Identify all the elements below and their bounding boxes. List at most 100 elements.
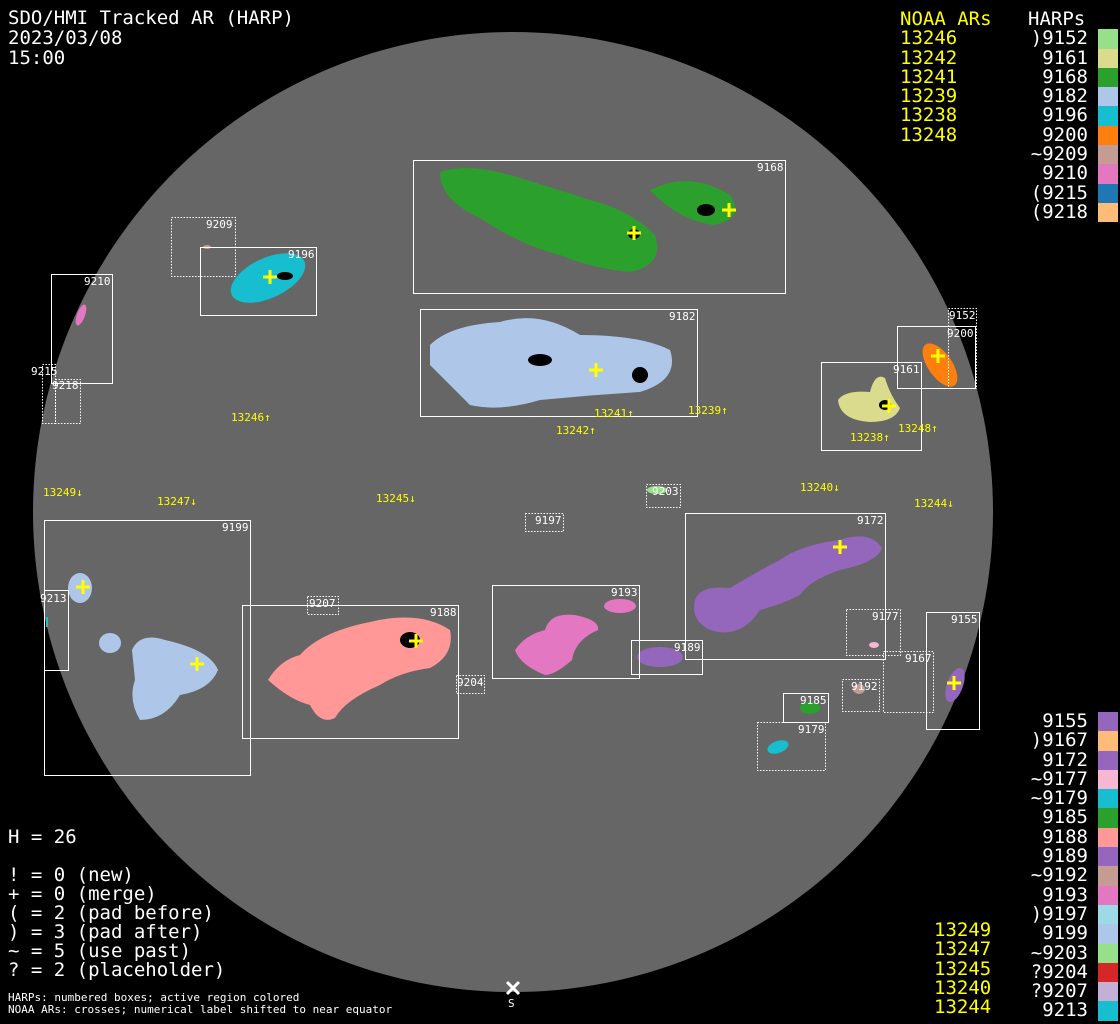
harp-color-swatch — [1098, 145, 1118, 165]
harp-box-9177 — [846, 609, 901, 656]
harp-label: 9177 — [872, 610, 899, 623]
harp-box-9189 — [631, 640, 703, 675]
harp-item: 9168 — [1042, 65, 1088, 88]
harp-item: 9200 — [1042, 123, 1088, 146]
harp-label: 9204 — [457, 676, 484, 689]
harps-header: HARPs — [1028, 8, 1086, 30]
harp-box-9203 — [646, 484, 681, 508]
noaa-item: 13244 — [934, 996, 992, 1019]
noaa-cross-icon — [627, 226, 641, 240]
noaa-item: 13242 — [900, 46, 958, 69]
harp-item: 9199 — [1042, 922, 1088, 945]
footer-notes: HARPs: numbered boxes; active region col… — [8, 992, 392, 1015]
noaa-label: 13242↑ — [556, 424, 596, 437]
harp-item: 9213 — [1042, 999, 1088, 1022]
harp-swatches-bottom — [1098, 712, 1118, 1021]
noaa-cross-icon — [263, 270, 277, 284]
harp-box-labels: 9168 9182 9209 9196 9210 9215 9218 9152 … — [31, 161, 978, 736]
noaa-list-bottom: 13249 13247 13245 13240 13244 — [934, 920, 992, 1019]
harp-label: 9213 — [40, 592, 67, 605]
harp-color-swatch — [1098, 202, 1118, 223]
harp-label: 9185 — [800, 694, 827, 707]
harp-box-9172 — [685, 513, 886, 660]
noaa-cross-icon — [947, 676, 961, 690]
harp-color-swatch — [1098, 87, 1118, 107]
noaa-cross-icon — [931, 349, 945, 363]
region-9199b — [99, 633, 121, 653]
harp-color-swatch — [1098, 866, 1118, 886]
harp-label: 9203 — [652, 485, 679, 498]
harp-color-swatch — [1098, 924, 1118, 944]
region-9182 — [430, 318, 672, 408]
region-9203 — [647, 486, 667, 494]
harp-item: ~9203 — [1030, 941, 1088, 964]
harp-item: 9155 — [1042, 710, 1088, 732]
harp-color-swatch — [1098, 769, 1118, 790]
noaa-cross-icon — [76, 580, 90, 594]
harp-box-9200 — [897, 326, 976, 389]
harp-color-swatch — [1098, 1001, 1118, 1021]
harp-label: 9196 — [288, 248, 315, 261]
footer-line: NOAA ARs: crosses; numerical label shift… — [8, 1002, 393, 1016]
harp-box-9192 — [842, 679, 880, 712]
region-9185 — [800, 702, 820, 714]
harp-color-swatch — [1098, 808, 1118, 828]
stat-line: ( = 2 (pad before) — [8, 902, 214, 924]
harp-box-9193 — [492, 585, 640, 679]
harp-label: 9188 — [430, 606, 457, 619]
harp-item: ?9207 — [1030, 980, 1088, 1003]
noaa-item: 13246 — [900, 27, 958, 50]
south-label: S — [508, 997, 515, 1010]
region-9192 — [853, 684, 865, 694]
region-9177 — [869, 642, 879, 648]
harp-label: 9200 — [947, 327, 974, 340]
harp-item: ?9204 — [1030, 960, 1088, 983]
stat-line: ~ = 5 (use past) — [8, 940, 192, 962]
harp-item: 9188 — [1042, 825, 1088, 848]
harp-item: (9218 — [1030, 200, 1088, 223]
region-9168 — [440, 168, 735, 272]
noaa-label: 13244↓ — [914, 497, 954, 510]
harp-label: 9172 — [857, 514, 884, 527]
footer-line: HARPs: numbered boxes; active region col… — [8, 991, 300, 1004]
noaa-item: 13238 — [900, 104, 958, 127]
harp-color-swatch — [1098, 827, 1118, 848]
harp-box-9197 — [525, 513, 564, 532]
stats-panel: H = 26 ! = 0 (new)+ = 0 (merge)( = 2 (pa… — [8, 828, 225, 980]
harp-box-9218 — [55, 379, 81, 424]
harp-color-swatch — [1098, 731, 1118, 751]
harp-label: 9199 — [222, 521, 249, 534]
harp-label: 9167 — [905, 652, 932, 665]
harp-item: 9189 — [1042, 845, 1088, 868]
title: SDO/HMI Tracked AR (HARP) — [8, 7, 294, 29]
harp-box-9155 — [926, 612, 980, 730]
harp-label: 9218 — [52, 379, 79, 392]
noaa-cross-icon — [882, 399, 896, 413]
harp-color-swatch — [1098, 67, 1118, 88]
harp-color-swatch — [1098, 29, 1118, 49]
noaa-list-top: NOAA ARs 13246 13242 13241 13239 13238 1… — [900, 8, 992, 145]
noaa-item: 13247 — [934, 938, 992, 961]
harp-box-9167 — [883, 651, 934, 713]
harp-item: ~9179 — [1030, 787, 1088, 810]
harp-item: (9215 — [1030, 181, 1088, 204]
noaa-label: 13240↓ — [800, 481, 840, 494]
harp-box-9196 — [200, 247, 317, 316]
harp-color-swatch — [1098, 847, 1118, 867]
harp-label: 9210 — [84, 275, 111, 288]
harp-item: 9182 — [1042, 85, 1088, 108]
noaa-header: NOAA ARs — [900, 8, 992, 30]
harp-color-swatch — [1098, 982, 1118, 1002]
active-regions — [46, 168, 965, 754]
harp-item: 9196 — [1042, 104, 1088, 127]
harp-label: 9179 — [798, 723, 825, 736]
harp-item: ~9209 — [1030, 143, 1088, 166]
harp-box-9179 — [757, 722, 826, 771]
harp-item: ~9177 — [1030, 767, 1088, 790]
harp-label: 9168 — [757, 161, 784, 174]
harp-item: )9197 — [1030, 902, 1088, 925]
noaa-label: 13249↓ — [43, 486, 83, 499]
harp-label: 9193 — [611, 586, 638, 599]
time: 15:00 — [8, 47, 66, 69]
